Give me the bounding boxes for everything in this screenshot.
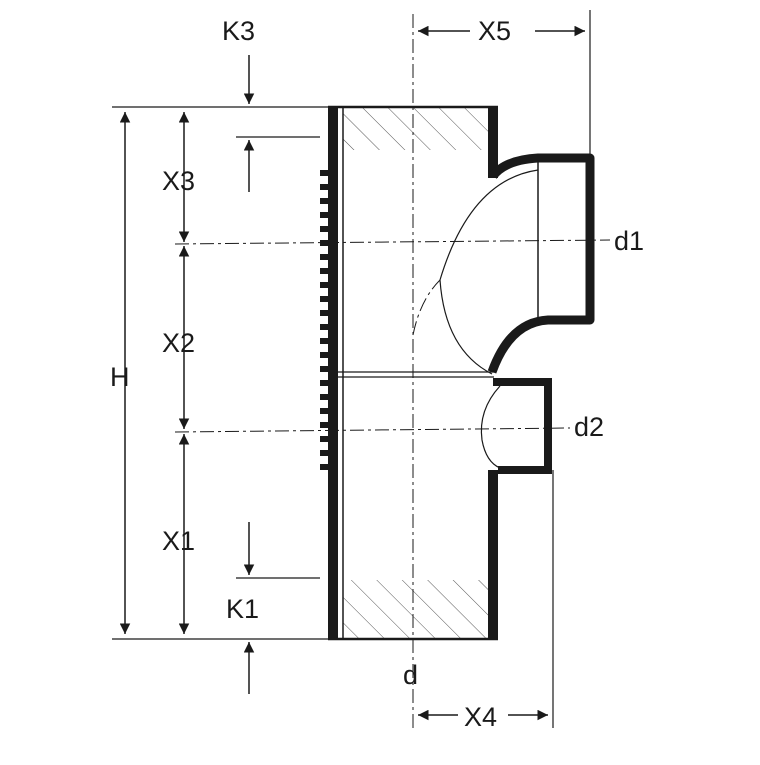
label-x3: X3 [162,166,195,196]
label-k1: K1 [226,594,259,624]
lower-branch [493,378,552,474]
label-h: H [110,362,130,392]
label-x5: X5 [478,16,511,46]
top-hatch [343,108,488,150]
label-d: d [403,660,418,690]
label-d1: d1 [614,226,644,256]
labels: K3 X5 X3 d1 X2 H d2 X1 K1 d X4 [110,16,644,732]
center-lines [174,14,611,728]
extension-lines [112,10,591,728]
label-k3: K3 [222,16,255,46]
label-x1: X1 [162,526,195,556]
bottom-hatch [343,580,488,638]
label-d2: d2 [574,412,604,442]
label-x4: X4 [464,702,497,732]
dimension-arrows [119,25,585,721]
label-x2: X2 [162,328,195,358]
pipe-body [320,105,595,641]
upper-branch [487,153,595,374]
pipe-left-wall [328,106,338,640]
